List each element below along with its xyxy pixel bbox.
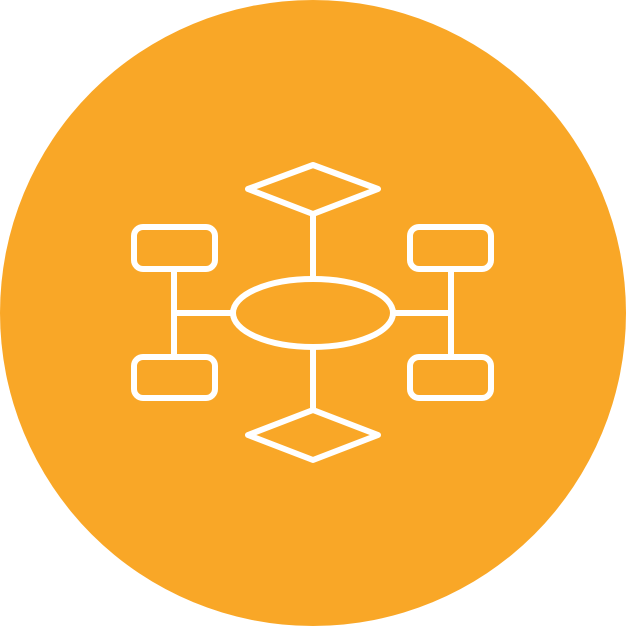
top-right-rect-node: [407, 224, 494, 272]
flowchart-glyph: [131, 162, 494, 463]
top-diamond-node: [245, 162, 381, 217]
bottom-left-rect-node: [131, 354, 218, 401]
bottom-diamond-node: [245, 407, 381, 463]
top-left-rect-node: [131, 224, 218, 272]
bottom-right-rect-node: [407, 354, 494, 401]
center-ellipse-node: [230, 276, 396, 350]
